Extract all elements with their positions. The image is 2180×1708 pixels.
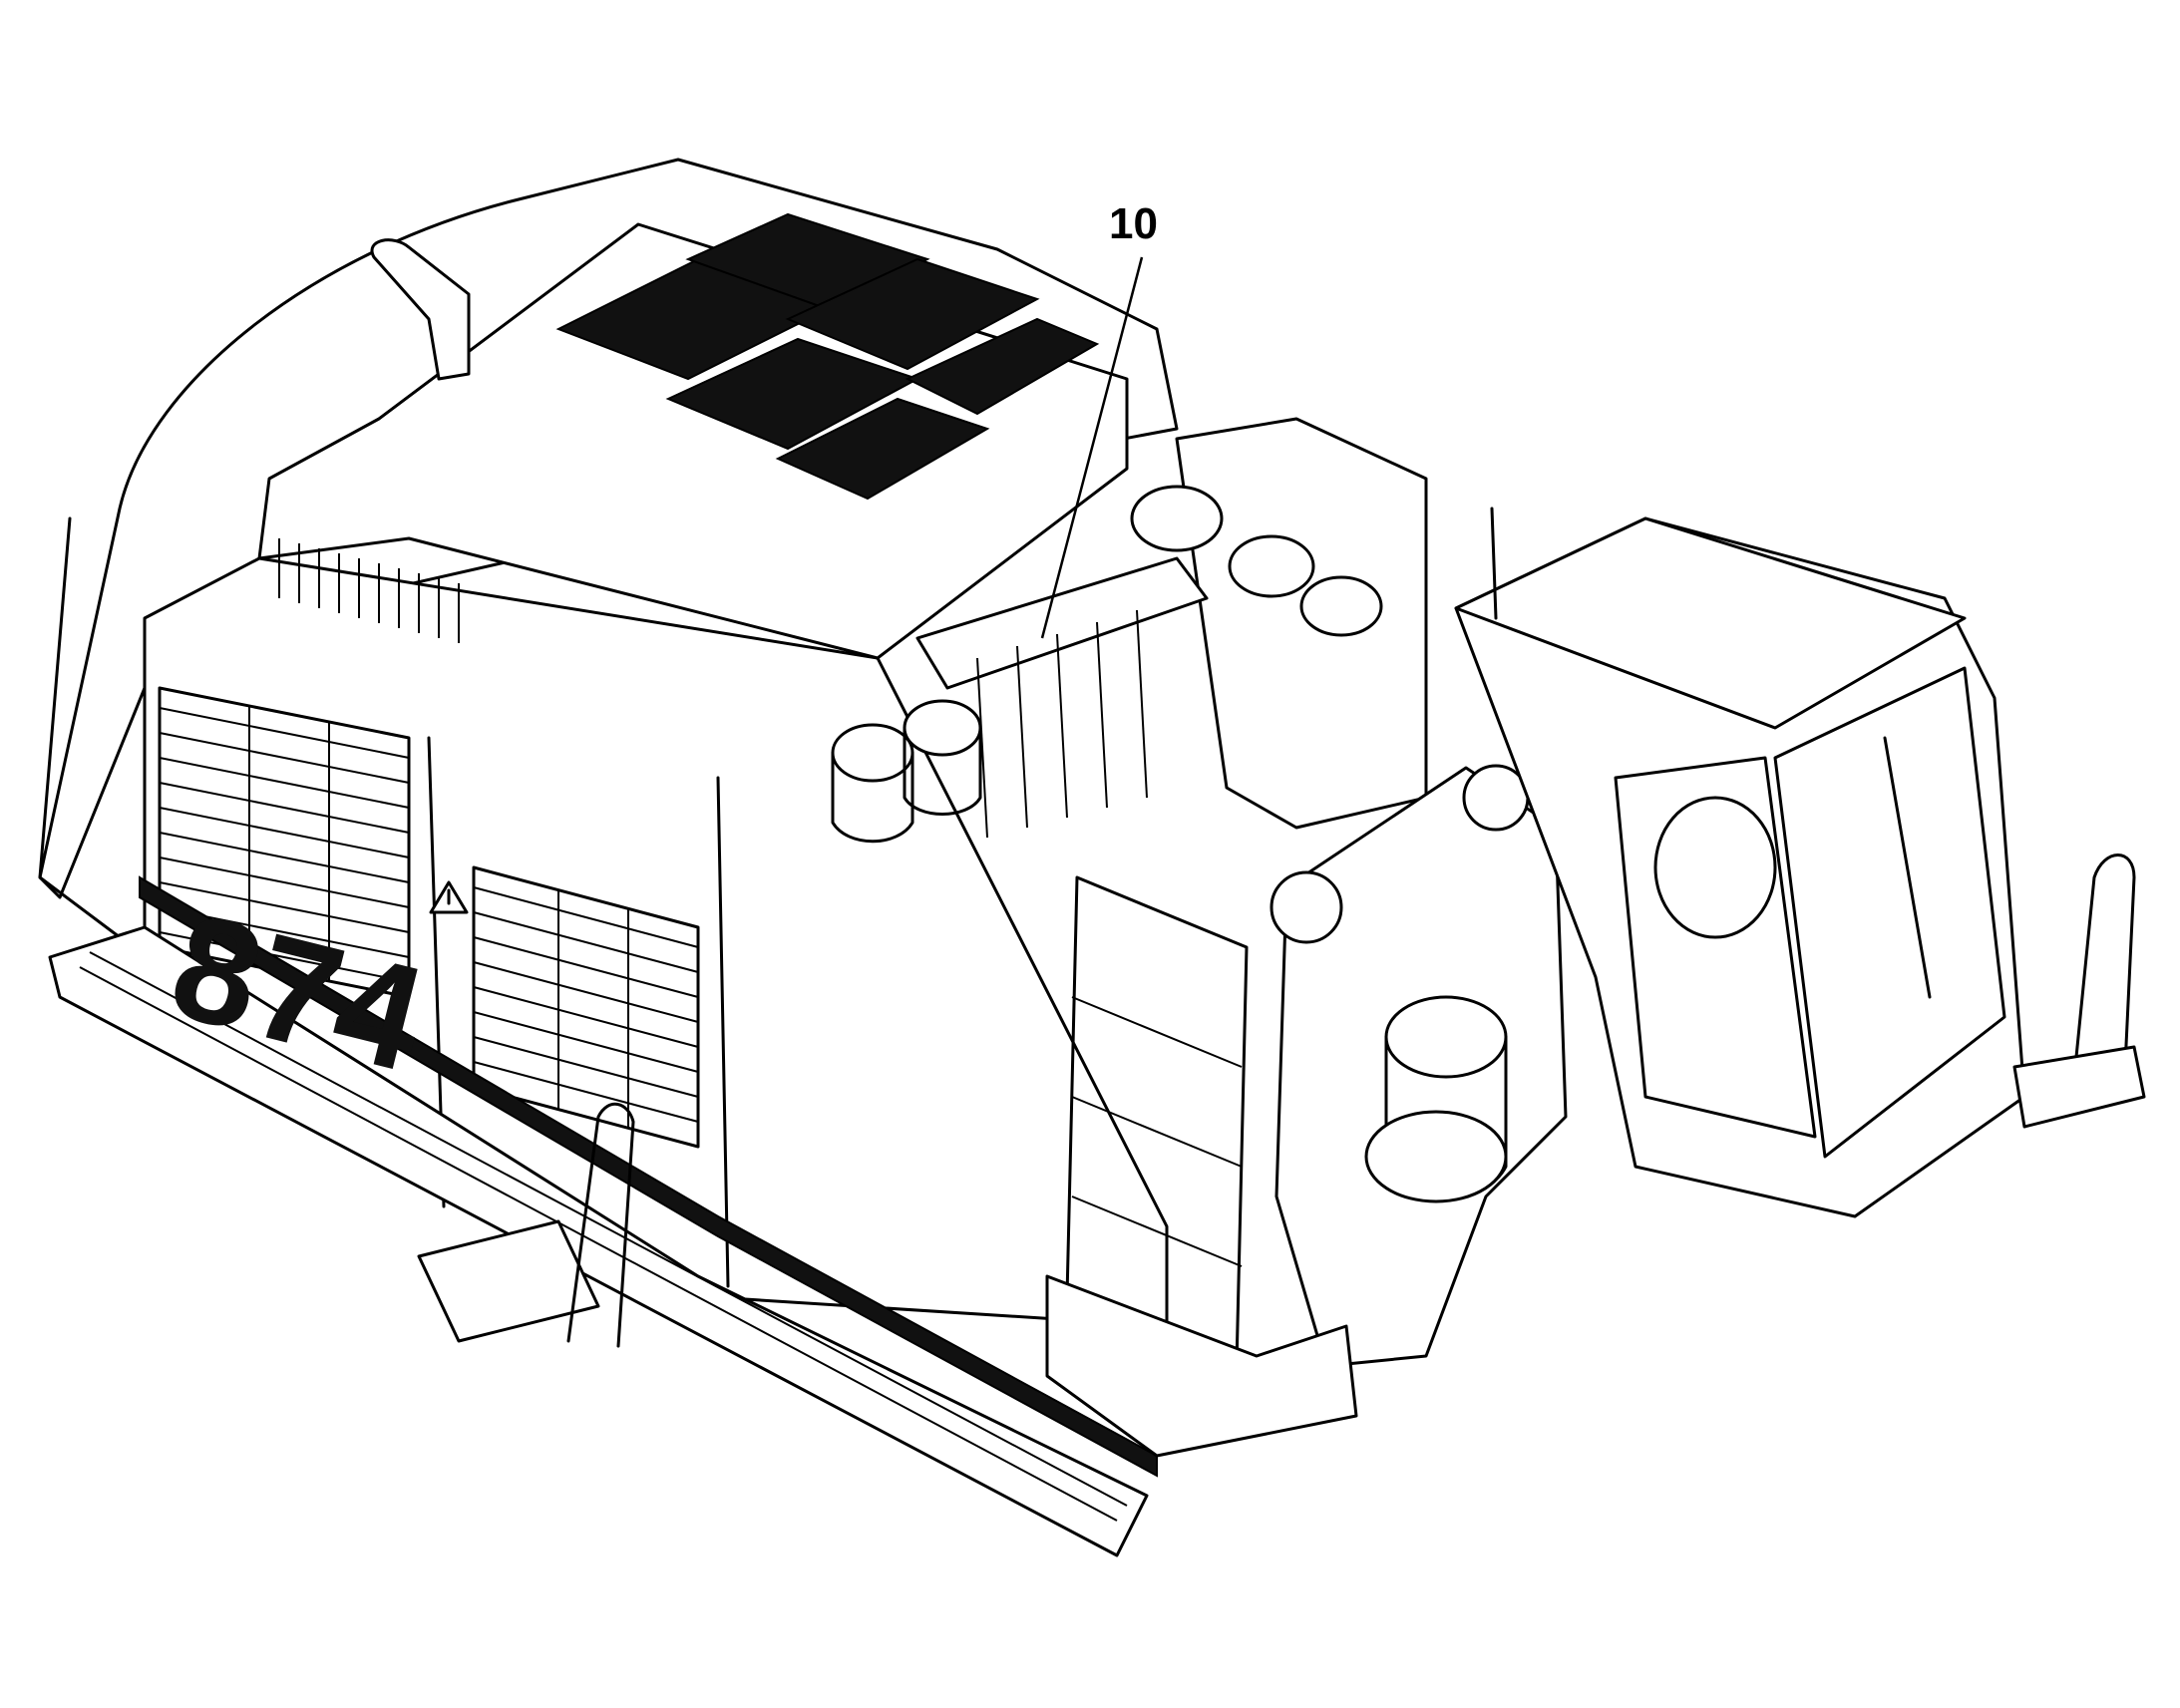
center-vent-grille (472, 865, 700, 1149)
windshield-wiper (1883, 736, 1932, 999)
ladder-platform (1045, 1274, 1358, 1458)
side-black-stripe (139, 875, 1158, 1478)
exhaust-pipe (370, 238, 471, 381)
operator-seat (1653, 796, 1777, 939)
antenna (1490, 507, 1498, 620)
cab-side-window (1614, 756, 1817, 1139)
cab-front-window (1773, 666, 2006, 1159)
cab-handrail (2072, 854, 2136, 1089)
left-walkway (48, 925, 1149, 1557)
left-vent-grille (158, 686, 411, 999)
hood-mesh-panels (555, 212, 1100, 501)
rear-ladder (1065, 875, 1249, 1368)
boom-pivot-left (1270, 870, 1343, 944)
step-handrail (566, 1103, 635, 1348)
filter-canisters (831, 699, 982, 844)
hydraulic-tank (1175, 417, 1428, 830)
hydraulic-valve-block (915, 556, 1209, 839)
callout-leader-10 (1040, 256, 1144, 639)
cab-roof (1454, 516, 1967, 730)
hood-louvres (278, 538, 460, 643)
hydraulic-tank-caps (1130, 485, 1383, 637)
access-step (417, 1219, 600, 1343)
warning-triangle-icon (429, 880, 469, 914)
swing-motor (1364, 995, 1508, 1203)
callout-label-10: 10 (1109, 199, 1158, 248)
right-walkway (2012, 1045, 2146, 1129)
